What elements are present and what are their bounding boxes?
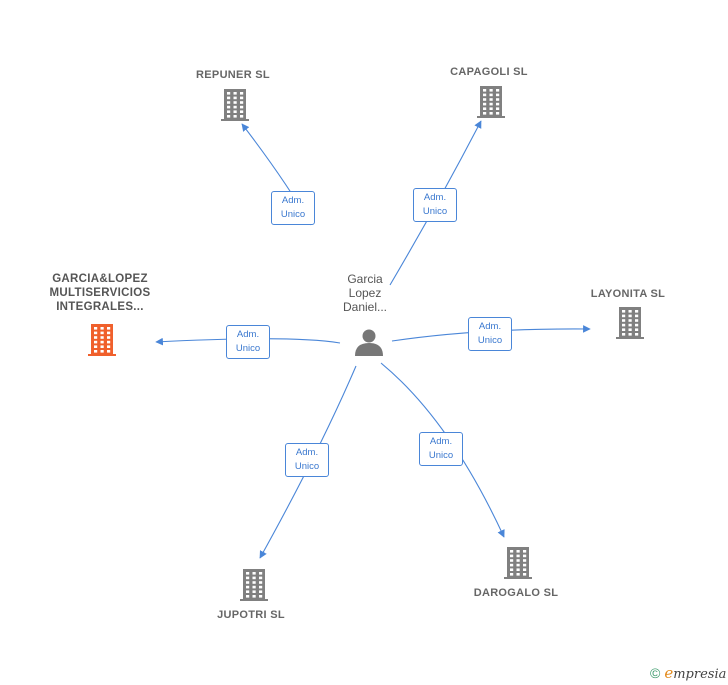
- company-label-darogalo[interactable]: DAROGALO SL: [446, 586, 586, 600]
- role-badge-garcia[interactable]: Adm. Unico: [226, 325, 270, 359]
- role-badge-layonita[interactable]: Adm. Unico: [468, 317, 512, 351]
- building-icon[interactable]: [504, 547, 532, 579]
- company-label-layonita[interactable]: LAYONITA SL: [558, 287, 698, 301]
- role-text: Adm.: [236, 329, 260, 340]
- company-name-line: JUPOTRI SL: [217, 609, 285, 621]
- role-text: Unico: [477, 335, 503, 346]
- empresia-logo: ©empresia: [650, 664, 726, 682]
- brand-initial: e: [664, 664, 674, 682]
- building-icon[interactable]: [616, 307, 644, 339]
- role-badge-capagoli[interactable]: Adm. Unico: [413, 188, 457, 222]
- role-text: Unico: [235, 343, 261, 354]
- brand-rest: mpresia: [673, 667, 727, 682]
- company-name-line: LAYONITA SL: [590, 288, 666, 300]
- company-label-jupotri[interactable]: JUPOTRI SL: [181, 608, 321, 622]
- company-name-line: REPUNER SL: [196, 69, 270, 81]
- company-name-line: INTEGRALES...: [56, 301, 144, 313]
- copyright-symbol: ©: [650, 665, 661, 681]
- building-icon[interactable]: [221, 89, 249, 121]
- role-text: Adm.: [423, 192, 447, 203]
- role-text: Unico: [280, 209, 306, 220]
- role-text: Adm.: [478, 321, 502, 332]
- role-text: Unico: [294, 461, 320, 472]
- role-badge-jupotri[interactable]: Adm. Unico: [285, 443, 329, 477]
- person-icon[interactable]: [355, 329, 383, 357]
- center-name-line: Garcia: [347, 272, 383, 286]
- role-badge-darogalo[interactable]: Adm. Unico: [419, 432, 463, 466]
- company-name-line: CAPAGOLI SL: [450, 66, 528, 78]
- center-name-line: Daniel...: [342, 300, 388, 314]
- company-label-capagoli[interactable]: CAPAGOLI SL: [419, 65, 559, 79]
- center-name-line: Lopez: [348, 286, 382, 300]
- company-label-garcia[interactable]: GARCIA&LOPEZ MULTISERVICIOS INTEGRALES...: [30, 272, 170, 314]
- building-icon[interactable]: [88, 324, 116, 356]
- role-text: Adm.: [429, 436, 453, 447]
- building-icon[interactable]: [477, 86, 505, 118]
- role-text: Unico: [422, 206, 448, 217]
- role-text: Adm.: [281, 195, 305, 206]
- company-name-line: GARCIA&LOPEZ: [52, 273, 148, 285]
- company-name-line: MULTISERVICIOS: [49, 287, 151, 299]
- node-layer: [88, 86, 644, 601]
- role-text: Adm.: [295, 447, 319, 458]
- role-badge-repuner[interactable]: Adm. Unico: [271, 191, 315, 225]
- company-name-line: DAROGALO SL: [473, 587, 559, 599]
- building-icon[interactable]: [240, 569, 268, 601]
- company-label-repuner[interactable]: REPUNER SL: [163, 68, 303, 82]
- role-text: Unico: [428, 450, 454, 461]
